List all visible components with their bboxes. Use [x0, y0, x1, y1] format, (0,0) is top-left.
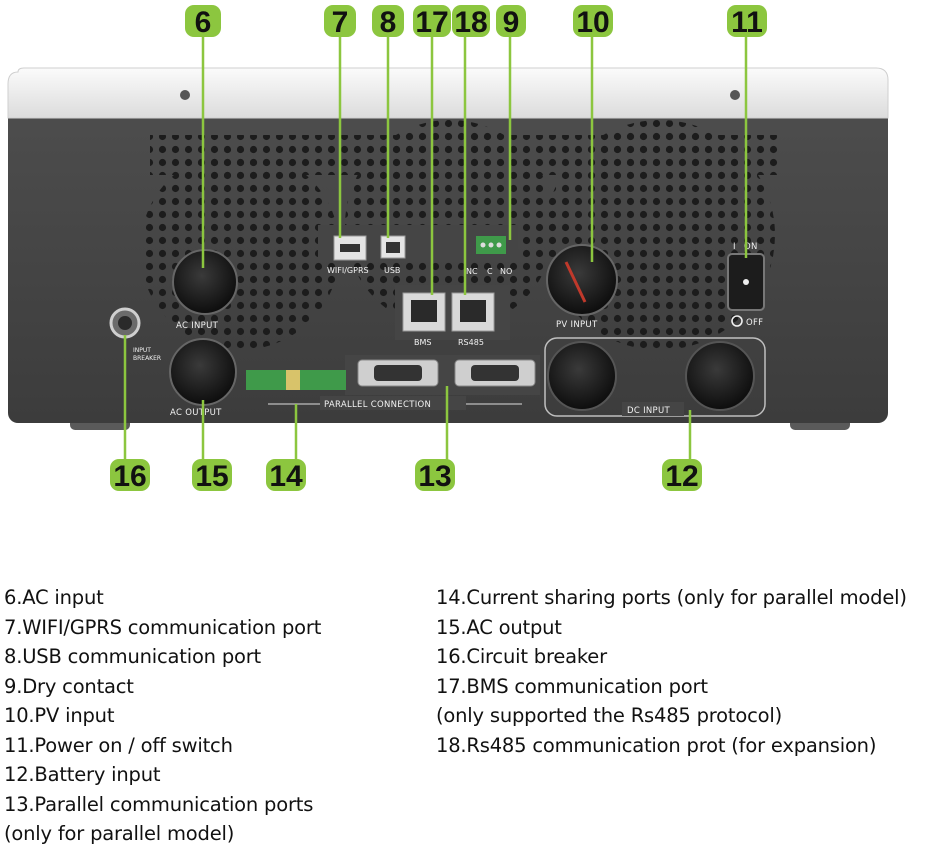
current-sharing-terminal-2[interactable] [300, 370, 346, 390]
callout-17: 17 [413, 5, 451, 39]
legend-item: 17.BMS communication port [436, 674, 708, 698]
callout-16: 16 [110, 459, 150, 493]
legend-item: 16.Circuit breaker [436, 645, 607, 668]
inverter-rear-panel-diagram: AC INPUT AC OUTPUT INPUT BREAKER WIFI/GP… [7, 5, 889, 493]
callout-number: 18 [454, 6, 487, 39]
callout-number: 10 [576, 6, 609, 39]
wifi-gprs-port-slot [340, 244, 360, 252]
usb-label: USB [384, 266, 400, 275]
parallel-db9-port-2-shell [471, 365, 519, 381]
switch-on-label: ON [744, 242, 758, 252]
callout-12: 12 [662, 459, 702, 493]
callout-number: 9 [503, 6, 520, 39]
input-breaker-button [118, 316, 132, 330]
cover-screw-right [730, 90, 740, 100]
dc-input-terminal-2 [685, 341, 755, 411]
ac-output-gland [169, 338, 237, 406]
current-sharing-terminal-1[interactable] [246, 370, 286, 390]
legend-item: 11.Power on / off switch [4, 733, 233, 757]
callout-number: 6 [195, 6, 212, 39]
parallel-db9-port-1-shell [374, 365, 422, 381]
pv-input-marker [564, 261, 587, 303]
parallel-connection-label: PARALLEL CONNECTION [324, 400, 431, 410]
power-switch-indicator [743, 279, 749, 285]
power-icon [731, 315, 743, 327]
rs485-label: RS485 [458, 338, 484, 347]
legend-item: 15.AC output [436, 615, 562, 639]
legend-left-column: 6.AC input 7.WIFI/GPRS communication por… [4, 583, 321, 849]
callout-number: 14 [269, 460, 303, 493]
ac-input-label: AC INPUT [176, 321, 219, 331]
callout-9: 9 [496, 5, 526, 39]
switch-on-mark: I [733, 242, 736, 252]
leader-lines [123, 36, 748, 460]
bms-port-jack [411, 300, 437, 322]
rs485-port-jack [460, 300, 486, 322]
dry-contact-pin-c [488, 242, 494, 248]
cover-screw-left [180, 90, 190, 100]
vent-left [140, 150, 340, 350]
legend-item: (only supported the Rs485 protocol) [436, 704, 782, 727]
callout-number: 8 [380, 6, 397, 39]
input-breaker-label-1: INPUT [133, 347, 151, 354]
callout-number: 11 [731, 6, 763, 39]
legend-item: 6.AC input [4, 586, 104, 609]
legend-item: 8.USB communication port [4, 645, 262, 668]
input-breaker-label-2: BREAKER [133, 355, 161, 362]
callout-6: 6 [185, 5, 221, 39]
dc-input-terminal-1 [547, 341, 617, 411]
callout-8: 8 [372, 5, 404, 39]
legend-item: 10.PV input [4, 704, 115, 727]
pv-input-label: PV INPUT [556, 320, 598, 330]
dry-contact-pin-no [496, 242, 502, 248]
ac-output-label: AC OUTPUT [170, 408, 222, 418]
parallel-label-bg [320, 396, 466, 410]
bms-label: BMS [414, 338, 431, 347]
dry-contact-pin-nc [480, 242, 486, 248]
usb-port-slot [386, 242, 400, 253]
legend: 6.AC input 7.WIFI/GPRS communication por… [0, 583, 932, 850]
callout-number: 13 [418, 460, 451, 493]
callout-number: 17 [415, 6, 448, 39]
callout-number: 7 [332, 6, 349, 39]
top-cover [7, 67, 889, 119]
dc-input-label: DC INPUT [627, 406, 670, 416]
legend-item: 7.WIFI/GPRS communication port [4, 615, 322, 639]
callout-14: 14 [266, 459, 306, 493]
callout-number: 12 [665, 460, 698, 493]
dry-contact-c-label: C [487, 267, 493, 276]
switch-off-label: OFF [746, 318, 763, 328]
legend-item: 14.Current sharing ports (only for paral… [436, 586, 907, 609]
callout-11: 11 [727, 5, 767, 39]
legend-item: 13.Parallel communication ports [4, 792, 314, 816]
dry-contact-no-label: NO [500, 267, 512, 276]
callout-number: 15 [195, 460, 228, 493]
legend-item: 18.Rs485 communication prot (for expansi… [436, 733, 877, 757]
ac-input-gland [172, 249, 238, 315]
callout-10: 10 [573, 5, 613, 39]
callout-15: 15 [192, 459, 232, 493]
current-sharing-divider [286, 370, 300, 390]
wifi-gprs-label: WIFI/GPRS [327, 266, 369, 275]
legend-item: 12.Battery input [4, 763, 161, 786]
legend-item: 9.Dry contact [4, 674, 134, 698]
callout-18: 18 [452, 5, 490, 39]
callout-7: 7 [324, 5, 356, 39]
callout-number: 16 [113, 460, 146, 493]
legend-right-column: 14.Current sharing ports (only for paral… [436, 583, 907, 760]
legend-item: (only for parallel model) [4, 822, 235, 845]
dry-contact-nc-label: NC [466, 267, 478, 276]
dc-label-bg [622, 402, 684, 416]
pv-input-gland [546, 244, 618, 316]
callout-13: 13 [415, 459, 455, 493]
